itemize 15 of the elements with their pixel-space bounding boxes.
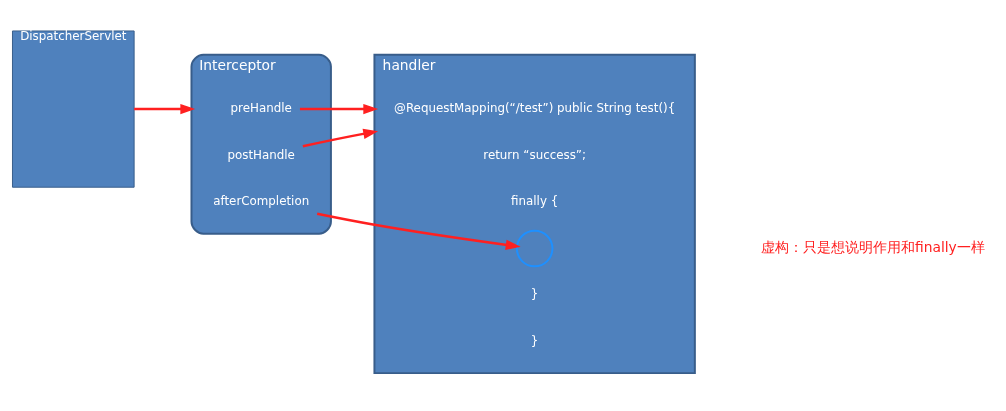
node-text: } — [530, 333, 539, 348]
node-text: postHandle — [227, 147, 295, 162]
node-box: DispatcherServlet — [12, 29, 135, 188]
node-text: return “success”; — [483, 147, 587, 162]
node-text: preHandle — [230, 100, 292, 115]
node-text: } — [530, 286, 539, 301]
node-text: @RequestMapping(“/test”) public String test(){ — [394, 100, 676, 115]
label: 虚构：只是想说明作用和finally一样 — [760, 238, 985, 255]
arrow — [134, 103, 196, 114]
arrow — [299, 103, 379, 114]
node-circle — [515, 229, 554, 267]
arrow — [302, 128, 379, 147]
node-text: afterCompletion — [213, 193, 310, 208]
node-text: finally { — [511, 193, 559, 208]
arrow — [316, 212, 521, 250]
